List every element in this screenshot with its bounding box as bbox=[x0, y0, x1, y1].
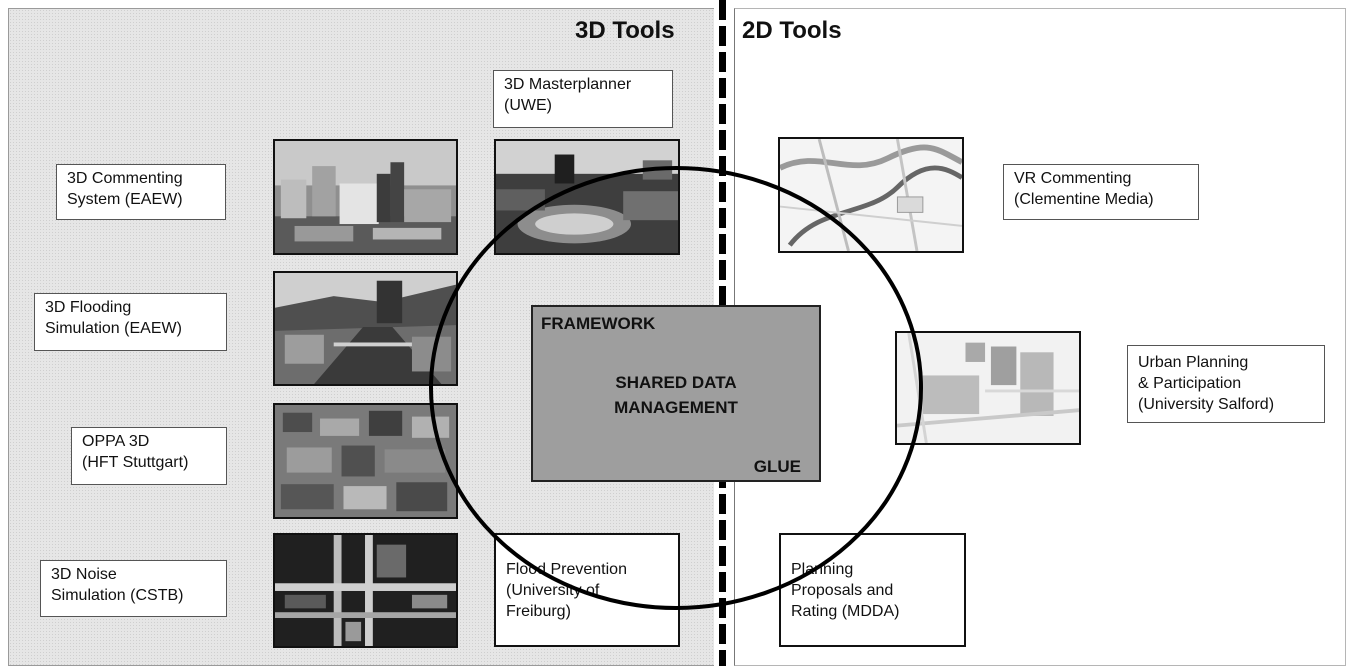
thumbnail-oppa-3d bbox=[273, 403, 458, 519]
label-flood-prevention: Flood Prevention (University of Freiburg… bbox=[494, 533, 680, 647]
thumbnail-3d-masterplanner bbox=[494, 139, 680, 255]
thumbnail-urban-planning-map bbox=[895, 331, 1081, 445]
thumbnail-vr-commenting-map bbox=[778, 137, 964, 253]
label-oppa-3d: OPPA 3D (HFT Stuttgart) bbox=[71, 427, 227, 485]
thumbnail-3d-noise-simulation bbox=[273, 533, 458, 648]
label-3d-flooding-simulation: 3D Flooding Simulation (EAEW) bbox=[34, 293, 227, 351]
label-urban-planning-participation: Urban Planning & Participation (Universi… bbox=[1127, 345, 1325, 423]
thumbnail-3d-commenting-system bbox=[273, 139, 458, 255]
framework-title: FRAMEWORK bbox=[541, 314, 656, 333]
label-3d-masterplanner: 3D Masterplanner (UWE) bbox=[493, 70, 673, 128]
label-3d-commenting-system: 3D Commenting System (EAEW) bbox=[56, 164, 226, 220]
label-planning-proposals-rating: Planning Proposals and Rating (MDDA) bbox=[779, 533, 966, 647]
framework-box: FRAMEWORK SHARED DATA MANAGEMENT GLUE bbox=[531, 305, 821, 482]
shared-data-line2: MANAGEMENT bbox=[614, 398, 738, 417]
heading-3d-tools: 3D Tools bbox=[575, 17, 675, 44]
label-3d-noise-simulation: 3D Noise Simulation (CSTB) bbox=[40, 560, 227, 617]
heading-2d-tools: 2D Tools bbox=[742, 17, 842, 44]
glue-label: GLUE bbox=[753, 457, 801, 476]
shared-data-line1: SHARED DATA bbox=[615, 373, 737, 392]
label-vr-commenting: VR Commenting (Clementine Media) bbox=[1003, 164, 1199, 220]
thumbnail-3d-flooding-simulation bbox=[273, 271, 458, 386]
